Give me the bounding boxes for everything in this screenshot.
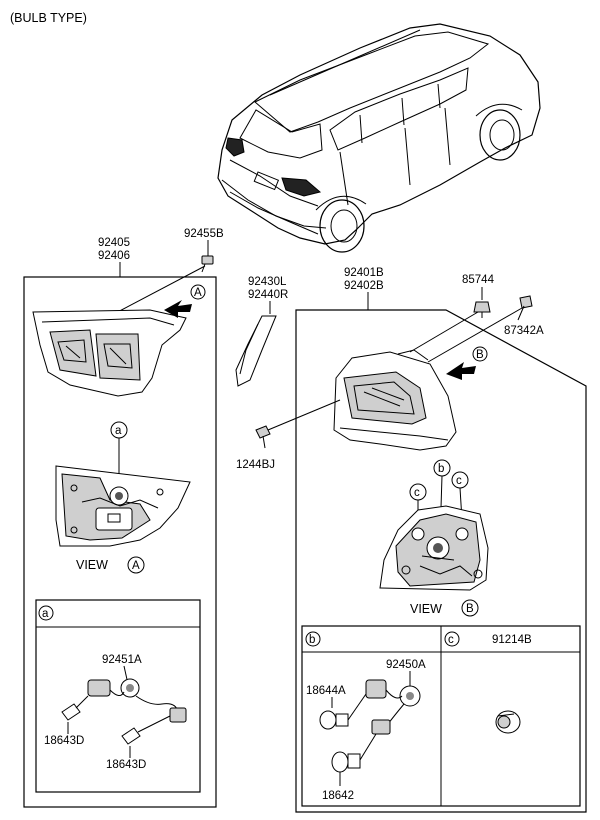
view-a-label: VIEW	[76, 558, 108, 572]
bulb-b1-part-number: 18644A	[306, 685, 346, 697]
callout-a-letter: a	[115, 425, 122, 437]
diagram-title: (BULB TYPE)	[10, 11, 87, 25]
bulb-18644a-icon	[319, 693, 367, 730]
subbox-c-circle	[444, 631, 460, 647]
screw-top-part-number: 92455B	[184, 228, 224, 240]
outer-lamp-part-number-1: 92401B	[344, 267, 384, 279]
socket-a-part-number: 92451A	[102, 654, 142, 666]
car-left-taillamp	[225, 137, 245, 157]
callout-c-right-letter: c	[456, 475, 462, 487]
bulb-18642-icon	[331, 733, 377, 773]
view-b-arrow-letter: B	[476, 349, 484, 361]
subbox-a-circle	[38, 605, 54, 621]
garnish-part-number-1: 92430L	[248, 276, 287, 288]
view-b-arrow: B	[446, 346, 488, 380]
garnish-illustration	[235, 315, 277, 387]
outer-lamp-panel	[295, 309, 587, 813]
subbox-b-circle	[305, 631, 321, 647]
nut-part-number: 87342A	[504, 325, 544, 337]
view-b-letter: B	[466, 603, 474, 615]
outer-lamp-back-view	[379, 505, 489, 591]
callout-c-left-letter: c	[414, 487, 420, 499]
bulb-a1-part-number: 18643D	[44, 735, 84, 747]
screw-left-part-number: 1244BJ	[236, 459, 275, 471]
bulb-b2-part-number: 18642	[322, 790, 354, 802]
bulb-91214b-icon	[495, 710, 521, 734]
bulb-18643d-left-icon	[61, 695, 89, 721]
bulb-18643d-right-icon	[121, 715, 171, 745]
car-front-wheel	[479, 109, 521, 161]
inner-lamp-part-number-2: 92406	[98, 250, 130, 262]
view-a-letter: A	[132, 560, 140, 572]
subbox-b-letter: b	[309, 634, 315, 646]
callout-b-letter: b	[438, 463, 444, 475]
view-a-arrow-letter: A	[194, 287, 202, 299]
view-a-circle	[127, 556, 145, 574]
outer-lamp-part-number-2: 92402B	[344, 280, 384, 292]
clip-part-number: 85744	[462, 274, 495, 286]
car-rear-wheel	[319, 199, 365, 253]
socket-b-part-number: 92450A	[386, 659, 426, 671]
inner-lamp-part-number-1: 92405	[98, 237, 130, 249]
socket-92451a-icon	[87, 678, 187, 723]
nut-87342a-icon	[517, 295, 533, 321]
subbox-c-letter: c	[448, 634, 454, 646]
view-b-circle	[461, 599, 479, 617]
inner-lamp-illustration	[32, 309, 187, 397]
view-a-arrow: A	[164, 284, 206, 318]
view-b-label: VIEW	[410, 602, 442, 616]
inner-lamp-back-view	[55, 465, 191, 547]
garnish-part-number-2: 92440R	[248, 289, 288, 301]
socket-92450a-icon	[365, 679, 421, 735]
vehicle-illustration	[217, 23, 541, 253]
clip-85744-icon	[473, 301, 491, 318]
outer-lamp-illustration	[333, 349, 457, 451]
bulb-c-part-number: 91214B	[492, 634, 532, 646]
car-right-taillamp	[281, 177, 322, 197]
subbox-a	[35, 599, 201, 793]
subbox-a-letter: a	[42, 608, 49, 620]
bulb-a2-part-number: 18643D	[106, 759, 146, 771]
screw-92455b-icon	[201, 255, 214, 273]
screw-1244bj-icon	[255, 425, 271, 449]
